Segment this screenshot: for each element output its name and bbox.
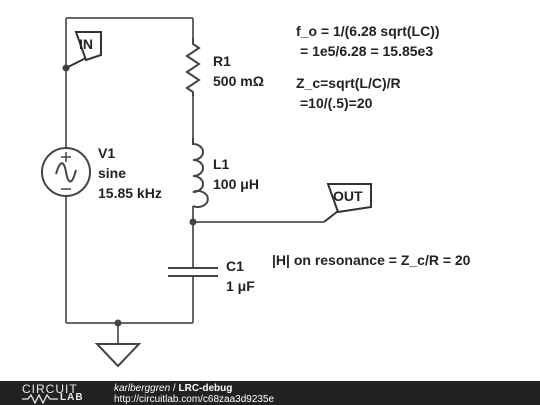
circuit-meta: karlberggren / LRC-debug http://circuitl… xyxy=(114,383,274,405)
footer-bar: CIRCUIT LAB karlberggren / LRC-debug htt… xyxy=(0,381,540,405)
note-line-2: = 1e5/6.28 = 15.85e3 xyxy=(300,43,433,59)
resistor-value: 500 mΩ xyxy=(213,73,264,89)
circuit-url-link[interactable]: http://circuitlab.com/c68zaa3d9235e xyxy=(114,394,275,405)
meta-separator: / xyxy=(170,383,179,394)
resistor-r1 xyxy=(185,38,201,96)
note-line-4: =10/(.5)=20 xyxy=(300,95,373,111)
voltage-source-v1 xyxy=(41,147,91,197)
in-tag-label: IN xyxy=(79,36,93,52)
source-type: sine xyxy=(98,165,126,181)
out-tag: OUT xyxy=(323,183,372,223)
inductor-l1 xyxy=(192,138,209,208)
capacitor-name: C1 xyxy=(226,258,244,274)
junction-ground xyxy=(114,319,122,327)
junction-out xyxy=(189,218,197,226)
circuit-schematic: IN OUT R1 500 mΩ L1 100 μH C1 1 μF V1 si… xyxy=(41,17,471,368)
author-link[interactable]: karlberggren xyxy=(114,383,171,394)
circuit-title-link[interactable]: LRC-debug xyxy=(178,383,233,394)
out-tag-label: OUT xyxy=(333,188,363,204)
note-line-1: f_o = 1/(6.28 sqrt(LC)) xyxy=(296,23,440,39)
logo-text-lab: LAB xyxy=(60,392,84,403)
in-tag: IN xyxy=(65,31,102,69)
source-frequency: 15.85 kHz xyxy=(98,185,162,201)
ground-symbol xyxy=(94,343,142,368)
circuitlab-logo: CIRCUIT LAB xyxy=(22,382,97,404)
source-name: V1 xyxy=(98,145,115,161)
logo-text-circuit: CIRCUIT xyxy=(22,382,78,396)
logo-resistor-icon xyxy=(22,394,58,404)
note-line-3: Z_c=sqrt(L/C)/R xyxy=(296,75,401,91)
capacitor-c1 xyxy=(168,267,218,277)
capacitor-value: 1 μF xyxy=(226,278,255,294)
inductor-value: 100 μH xyxy=(213,176,259,192)
inductor-name: L1 xyxy=(213,156,230,172)
note-line-5: |H| on resonance = Z_c/R = 20 xyxy=(272,252,471,268)
resistor-name: R1 xyxy=(213,53,231,69)
